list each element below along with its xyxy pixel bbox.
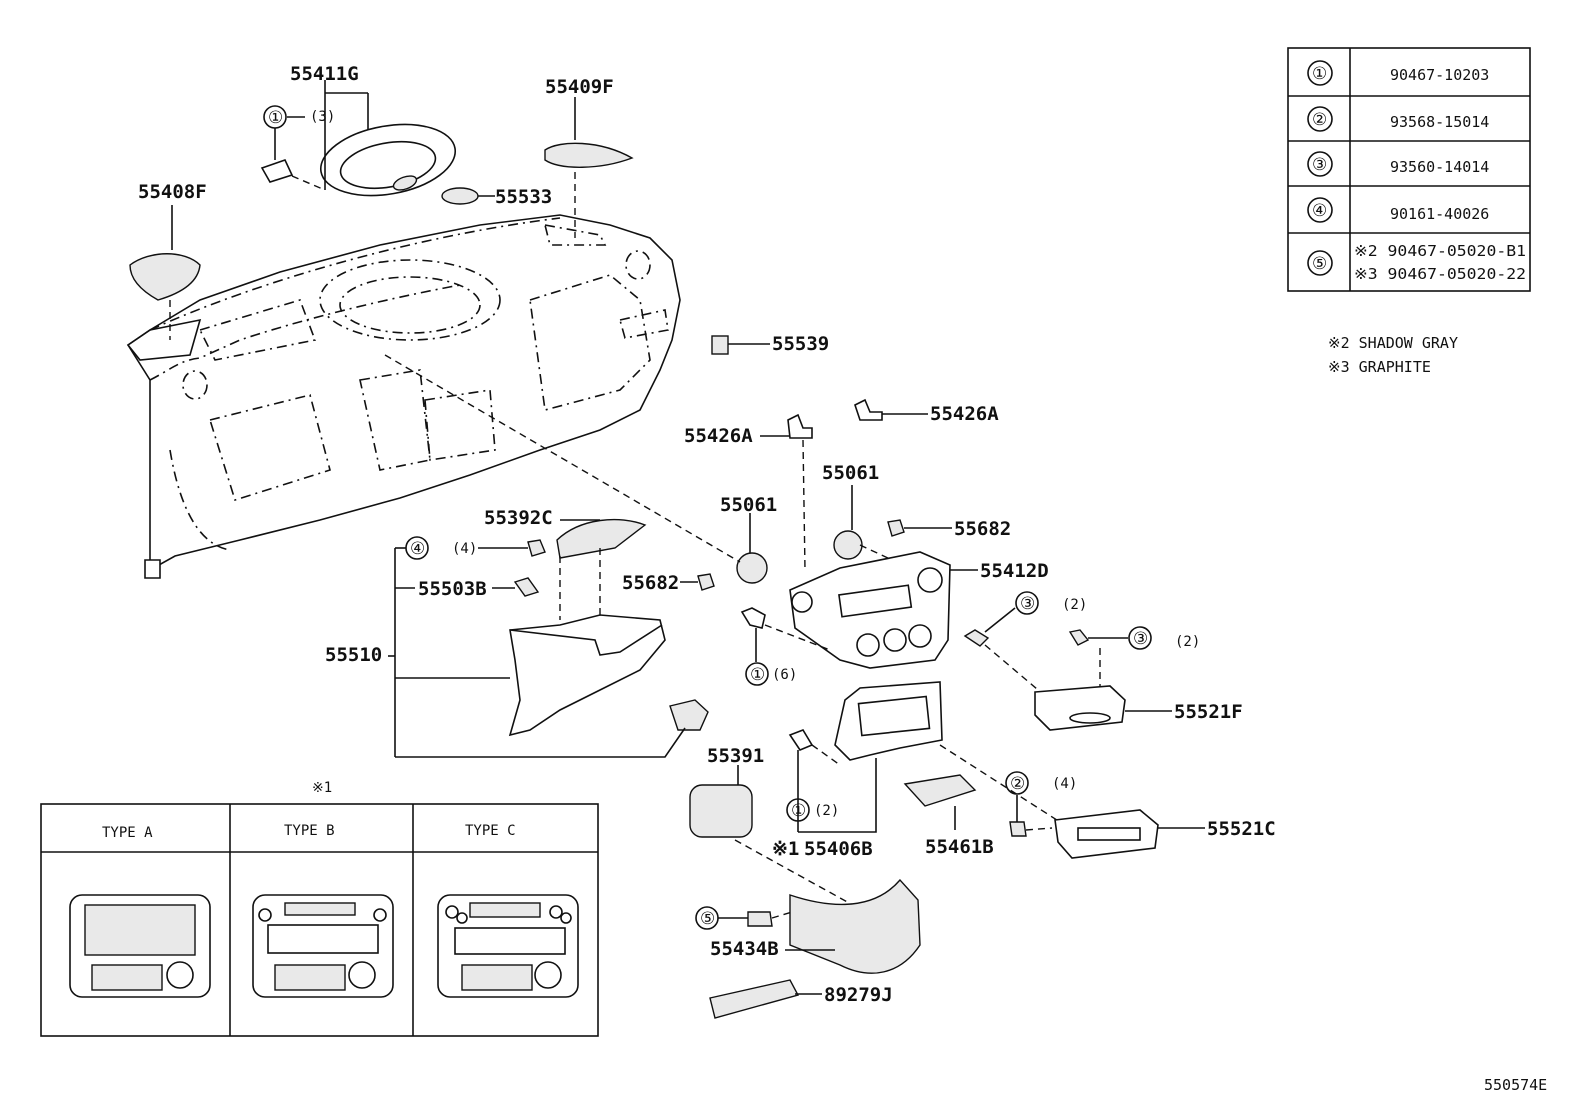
- legend-part-3: 93560-14014: [1390, 158, 1489, 176]
- part-55461B-drawing: [903, 774, 977, 807]
- legend-num-5: ⑤: [1312, 254, 1327, 274]
- callout-1-top-number: ①: [268, 108, 283, 128]
- callout-2-number: ②: [1010, 774, 1025, 794]
- type-a-panel-drawing: [69, 894, 211, 998]
- part-55521C-drawing: [1054, 809, 1159, 859]
- part-55426A-right-drawing: [854, 398, 883, 421]
- part-55682-right-drawing: [887, 519, 905, 537]
- screw-3a-drawing: [963, 629, 990, 647]
- label-55408F: 55408F: [138, 181, 207, 203]
- legend-part-5b: ※3 90467-05020-22: [1354, 265, 1526, 283]
- label-55533: 55533: [495, 186, 552, 208]
- label-55503B: 55503B: [418, 578, 487, 600]
- screw-2-drawing: [1009, 821, 1027, 837]
- clip-4-drawing: [527, 539, 546, 557]
- screw-3b-drawing: [1068, 629, 1090, 646]
- type-c-header: TYPE C: [465, 823, 516, 839]
- callout-5-number: ⑤: [700, 909, 715, 929]
- part-55521F-drawing: [1034, 685, 1126, 731]
- legend-num-1: ①: [1312, 64, 1327, 84]
- part-55061-left-drawing: [736, 552, 768, 584]
- callout-1-mid-number: ①: [750, 665, 765, 685]
- legend-num-4: ④: [1312, 201, 1327, 221]
- legend-part-1: 90467-10203: [1390, 66, 1489, 84]
- label-55411G: 55411G: [290, 63, 359, 85]
- label-55061-right: 55061: [822, 462, 879, 484]
- part-55391-drawing: [689, 784, 753, 838]
- part-55503B-drawing: [513, 577, 540, 597]
- callout-3a-number: ③: [1020, 594, 1035, 614]
- label-55391: 55391: [707, 745, 764, 767]
- instrument-panel-drawing: [126, 214, 681, 579]
- callout-3b-qty: (2): [1175, 634, 1200, 650]
- clip-drawing: [740, 607, 766, 629]
- callout-3b-number: ③: [1133, 629, 1148, 649]
- legend-num-3: ③: [1312, 155, 1327, 175]
- part-55406B-drawing: [788, 681, 943, 761]
- label-55682-left: 55682: [622, 572, 679, 594]
- diagram-code: 550574E: [1484, 1076, 1547, 1094]
- callout-4-number: ④: [410, 539, 425, 559]
- callout-1-low-number: ①: [791, 801, 806, 821]
- part-55533-drawing: [441, 187, 479, 205]
- callout-1-top-qty: (3): [310, 109, 335, 125]
- fastener-legend-table: ① 90467-10203 ② 93568-15014 ③ 93560-1401…: [1287, 47, 1531, 292]
- part-55061-right-drawing: [833, 530, 863, 560]
- label-55521F: 55521F: [1174, 701, 1243, 723]
- callout-1-low-qty: (2): [814, 803, 839, 819]
- part-55434B-drawing: [789, 878, 921, 974]
- label-55061-left: 55061: [720, 494, 777, 516]
- callout-4-qty: (4): [452, 541, 477, 557]
- clip-5-drawing: [747, 911, 773, 927]
- label-55409F: 55409F: [545, 76, 614, 98]
- legend-part-5a: ※2 90467-05020-B1: [1354, 242, 1526, 260]
- label-55510: 55510: [325, 644, 382, 666]
- part-55539-drawing: [711, 335, 729, 355]
- label-55406B-mark: ※1: [772, 838, 799, 860]
- type-table-marker: ※1: [312, 780, 332, 796]
- part-55409F-drawing: [544, 97, 634, 238]
- part-55426A-left-drawing: [787, 413, 813, 439]
- legend-part-4: 90161-40026: [1390, 205, 1489, 223]
- label-89279J: 89279J: [824, 984, 893, 1006]
- part-89279J-drawing: [709, 979, 800, 1019]
- type-c-panel-drawing: [437, 894, 579, 998]
- legend-part-2: 93568-15014: [1390, 113, 1489, 131]
- callout-1-mid-qty: (6): [772, 667, 797, 683]
- label-55412D: 55412D: [980, 560, 1049, 582]
- note-shadow-gray: ※2 SHADOW GRAY: [1328, 334, 1458, 352]
- legend-num-2: ②: [1312, 110, 1327, 130]
- label-55426A-left: 55426A: [684, 425, 753, 447]
- type-a-header: TYPE A: [102, 825, 153, 841]
- type-b-panel-drawing: [252, 894, 394, 998]
- label-55539: 55539: [772, 333, 829, 355]
- note-graphite: ※3 GRAPHITE: [1328, 358, 1431, 376]
- label-55392C: 55392C: [484, 507, 553, 529]
- part-55412D-drawing: [789, 551, 951, 669]
- label-55521C: 55521C: [1207, 818, 1276, 840]
- callout-2-qty: (4): [1052, 776, 1077, 792]
- part-55682-left-drawing: [697, 573, 715, 591]
- label-55426A-right: 55426A: [930, 403, 999, 425]
- callout-3a-qty: (2): [1062, 597, 1087, 613]
- part-55510-drawing: [508, 518, 709, 737]
- part-55411G-drawing: [260, 92, 457, 197]
- label-55682-right: 55682: [954, 518, 1011, 540]
- part-55408F-drawing: [129, 205, 201, 340]
- label-55434B: 55434B: [710, 938, 779, 960]
- label-55461B: 55461B: [925, 836, 994, 858]
- type-variants-table: ※1 TYPE A TYPE B TYPE C: [40, 780, 599, 1037]
- type-b-header: TYPE B: [284, 823, 335, 839]
- label-55406B: 55406B: [804, 838, 873, 860]
